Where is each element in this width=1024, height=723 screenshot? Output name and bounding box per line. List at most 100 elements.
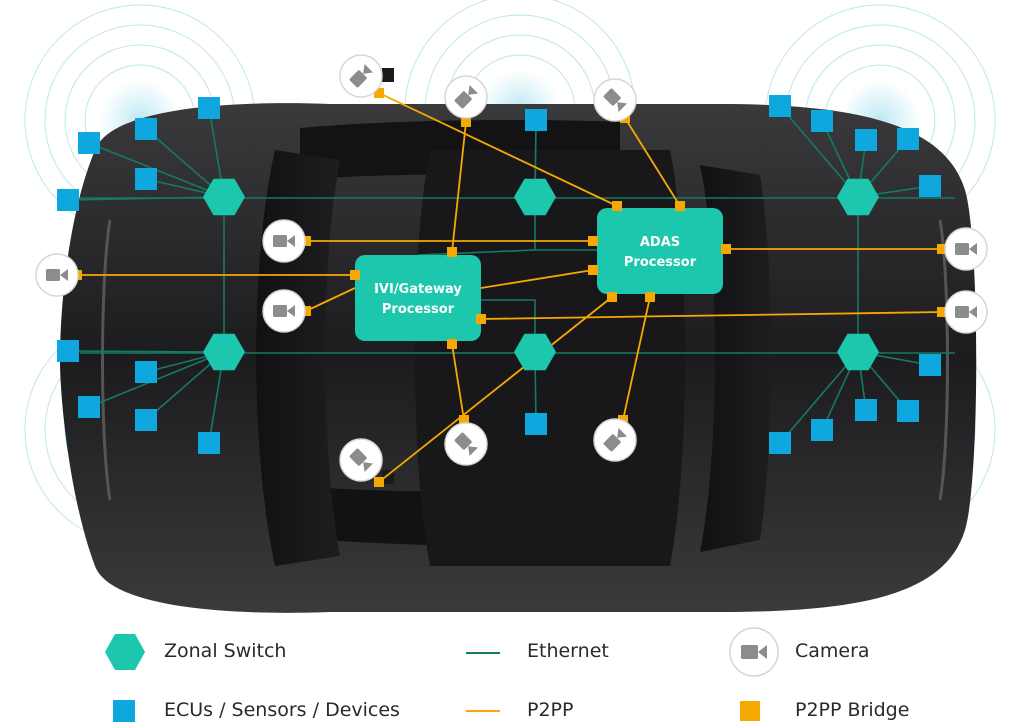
p2pp-bridge-square (447, 339, 457, 349)
camera-lens (617, 102, 628, 113)
camera-body (454, 432, 472, 450)
camera-body (273, 305, 287, 317)
camera-body (955, 243, 969, 255)
camera-body (603, 434, 621, 452)
ethernet-link (417, 249, 536, 256)
p2pp-bridge-square (937, 307, 947, 317)
car-top-view (60, 68, 977, 613)
camera-lens (287, 305, 295, 317)
p2pp-bridge-square (588, 265, 598, 275)
p2pp-bridge-square (374, 477, 384, 487)
ecu-square (57, 340, 79, 362)
p2pp-bridge-square (607, 292, 617, 302)
cameras (35, 54, 988, 482)
adas-title: ADAS (640, 235, 680, 250)
ecu-square (811, 110, 833, 132)
p2pp-link (624, 117, 681, 207)
camera-lens (363, 63, 374, 74)
camera-lens (363, 462, 374, 473)
p2pp-link (305, 287, 356, 312)
ecu-square (78, 132, 100, 154)
p2pp-bridge-square (588, 236, 598, 246)
zonal-switch-hexagon (837, 333, 879, 371)
camera-lens (617, 427, 628, 438)
ecu-square (811, 419, 833, 441)
video-camera-icon (339, 54, 383, 98)
ecu-square (525, 109, 547, 131)
ecu-square (57, 189, 79, 211)
p2pp-bridge-square (675, 201, 685, 211)
video-camera-icon (262, 219, 306, 263)
ecu-square (135, 361, 157, 383)
p2pp-links (77, 92, 943, 483)
p2pp-link (378, 92, 618, 207)
ecu-square (919, 175, 941, 197)
p2pp-bridge-square (476, 314, 486, 324)
p2pp-bridge-square (301, 306, 311, 316)
p2pp-bridge-square (459, 415, 469, 425)
legend-camera-icon (729, 627, 779, 677)
p2pp-bridges (72, 88, 947, 487)
camera-lens (468, 84, 479, 95)
legend (105, 627, 779, 722)
adas-processor: ADAS Processor (597, 208, 723, 294)
p2pp-bridge-square (350, 270, 360, 280)
video-camera-icon (339, 438, 383, 482)
ecu-nodes (57, 95, 941, 454)
video-camera-icon (593, 418, 637, 462)
ecu-square (525, 413, 547, 435)
zonal-switch-hexagon (514, 333, 556, 371)
camera-body (273, 235, 287, 247)
ivi-title: IVI/Gateway (374, 282, 462, 297)
p2pp-link (451, 343, 465, 421)
p2pp-bridge-square (721, 244, 731, 254)
video-camera-icon (944, 227, 988, 271)
legend-p2pp-bridge-label: P2PP Bridge (795, 699, 910, 721)
legend-p2pp-label: P2PP (527, 699, 574, 721)
legend-zonal-switch-label: Zonal Switch (164, 640, 287, 662)
ecu-square (135, 409, 157, 431)
legend-camera-label: Camera (795, 640, 870, 662)
p2pp-link (451, 121, 467, 253)
p2pp-bridge-square (301, 236, 311, 246)
ethernet-link (779, 351, 859, 444)
zonal-switch-hexagon (514, 178, 556, 216)
legend-ecus-label: ECUs / Sensors / Devices (164, 699, 400, 721)
ethernet-link (779, 105, 859, 198)
video-camera-icon (262, 289, 306, 333)
p2pp-bridge-square (461, 117, 471, 127)
adas-subtitle: Processor (624, 255, 697, 270)
camera-body (454, 91, 472, 109)
ivi-subtitle: Processor (382, 302, 455, 317)
p2pp-bridge-square (374, 88, 384, 98)
zonal-switches (203, 178, 879, 371)
p2pp-bridge-square (447, 247, 457, 257)
p2pp-link (378, 296, 613, 483)
video-camera-icon (444, 75, 488, 119)
ecu-square (919, 354, 941, 376)
video-camera-icon (444, 422, 488, 466)
hood-line (101, 219, 112, 501)
ecu-square (135, 168, 157, 190)
zonal-switch-hexagon (837, 178, 879, 216)
camera-lens (969, 243, 977, 255)
ecu-square (135, 118, 157, 140)
ecu-square (769, 432, 791, 454)
side-mirror (382, 68, 394, 82)
camera-body (46, 269, 60, 281)
legend-bridge-square-icon (740, 701, 760, 721)
ivi-gateway-processor: IVI/Gateway Processor (355, 255, 481, 341)
camera-lens (287, 235, 295, 247)
camera-lens (969, 306, 977, 318)
camera-lens (60, 269, 68, 281)
ecu-square (198, 432, 220, 454)
camera-body (349, 70, 367, 88)
ethernet-link (67, 350, 225, 353)
video-camera-icon (593, 78, 637, 122)
p2pp-link (480, 311, 943, 320)
camera-body (349, 448, 367, 466)
p2pp-bridge-square (645, 292, 655, 302)
ecu-square (855, 399, 877, 421)
legend-ecu-square-icon (113, 700, 135, 722)
